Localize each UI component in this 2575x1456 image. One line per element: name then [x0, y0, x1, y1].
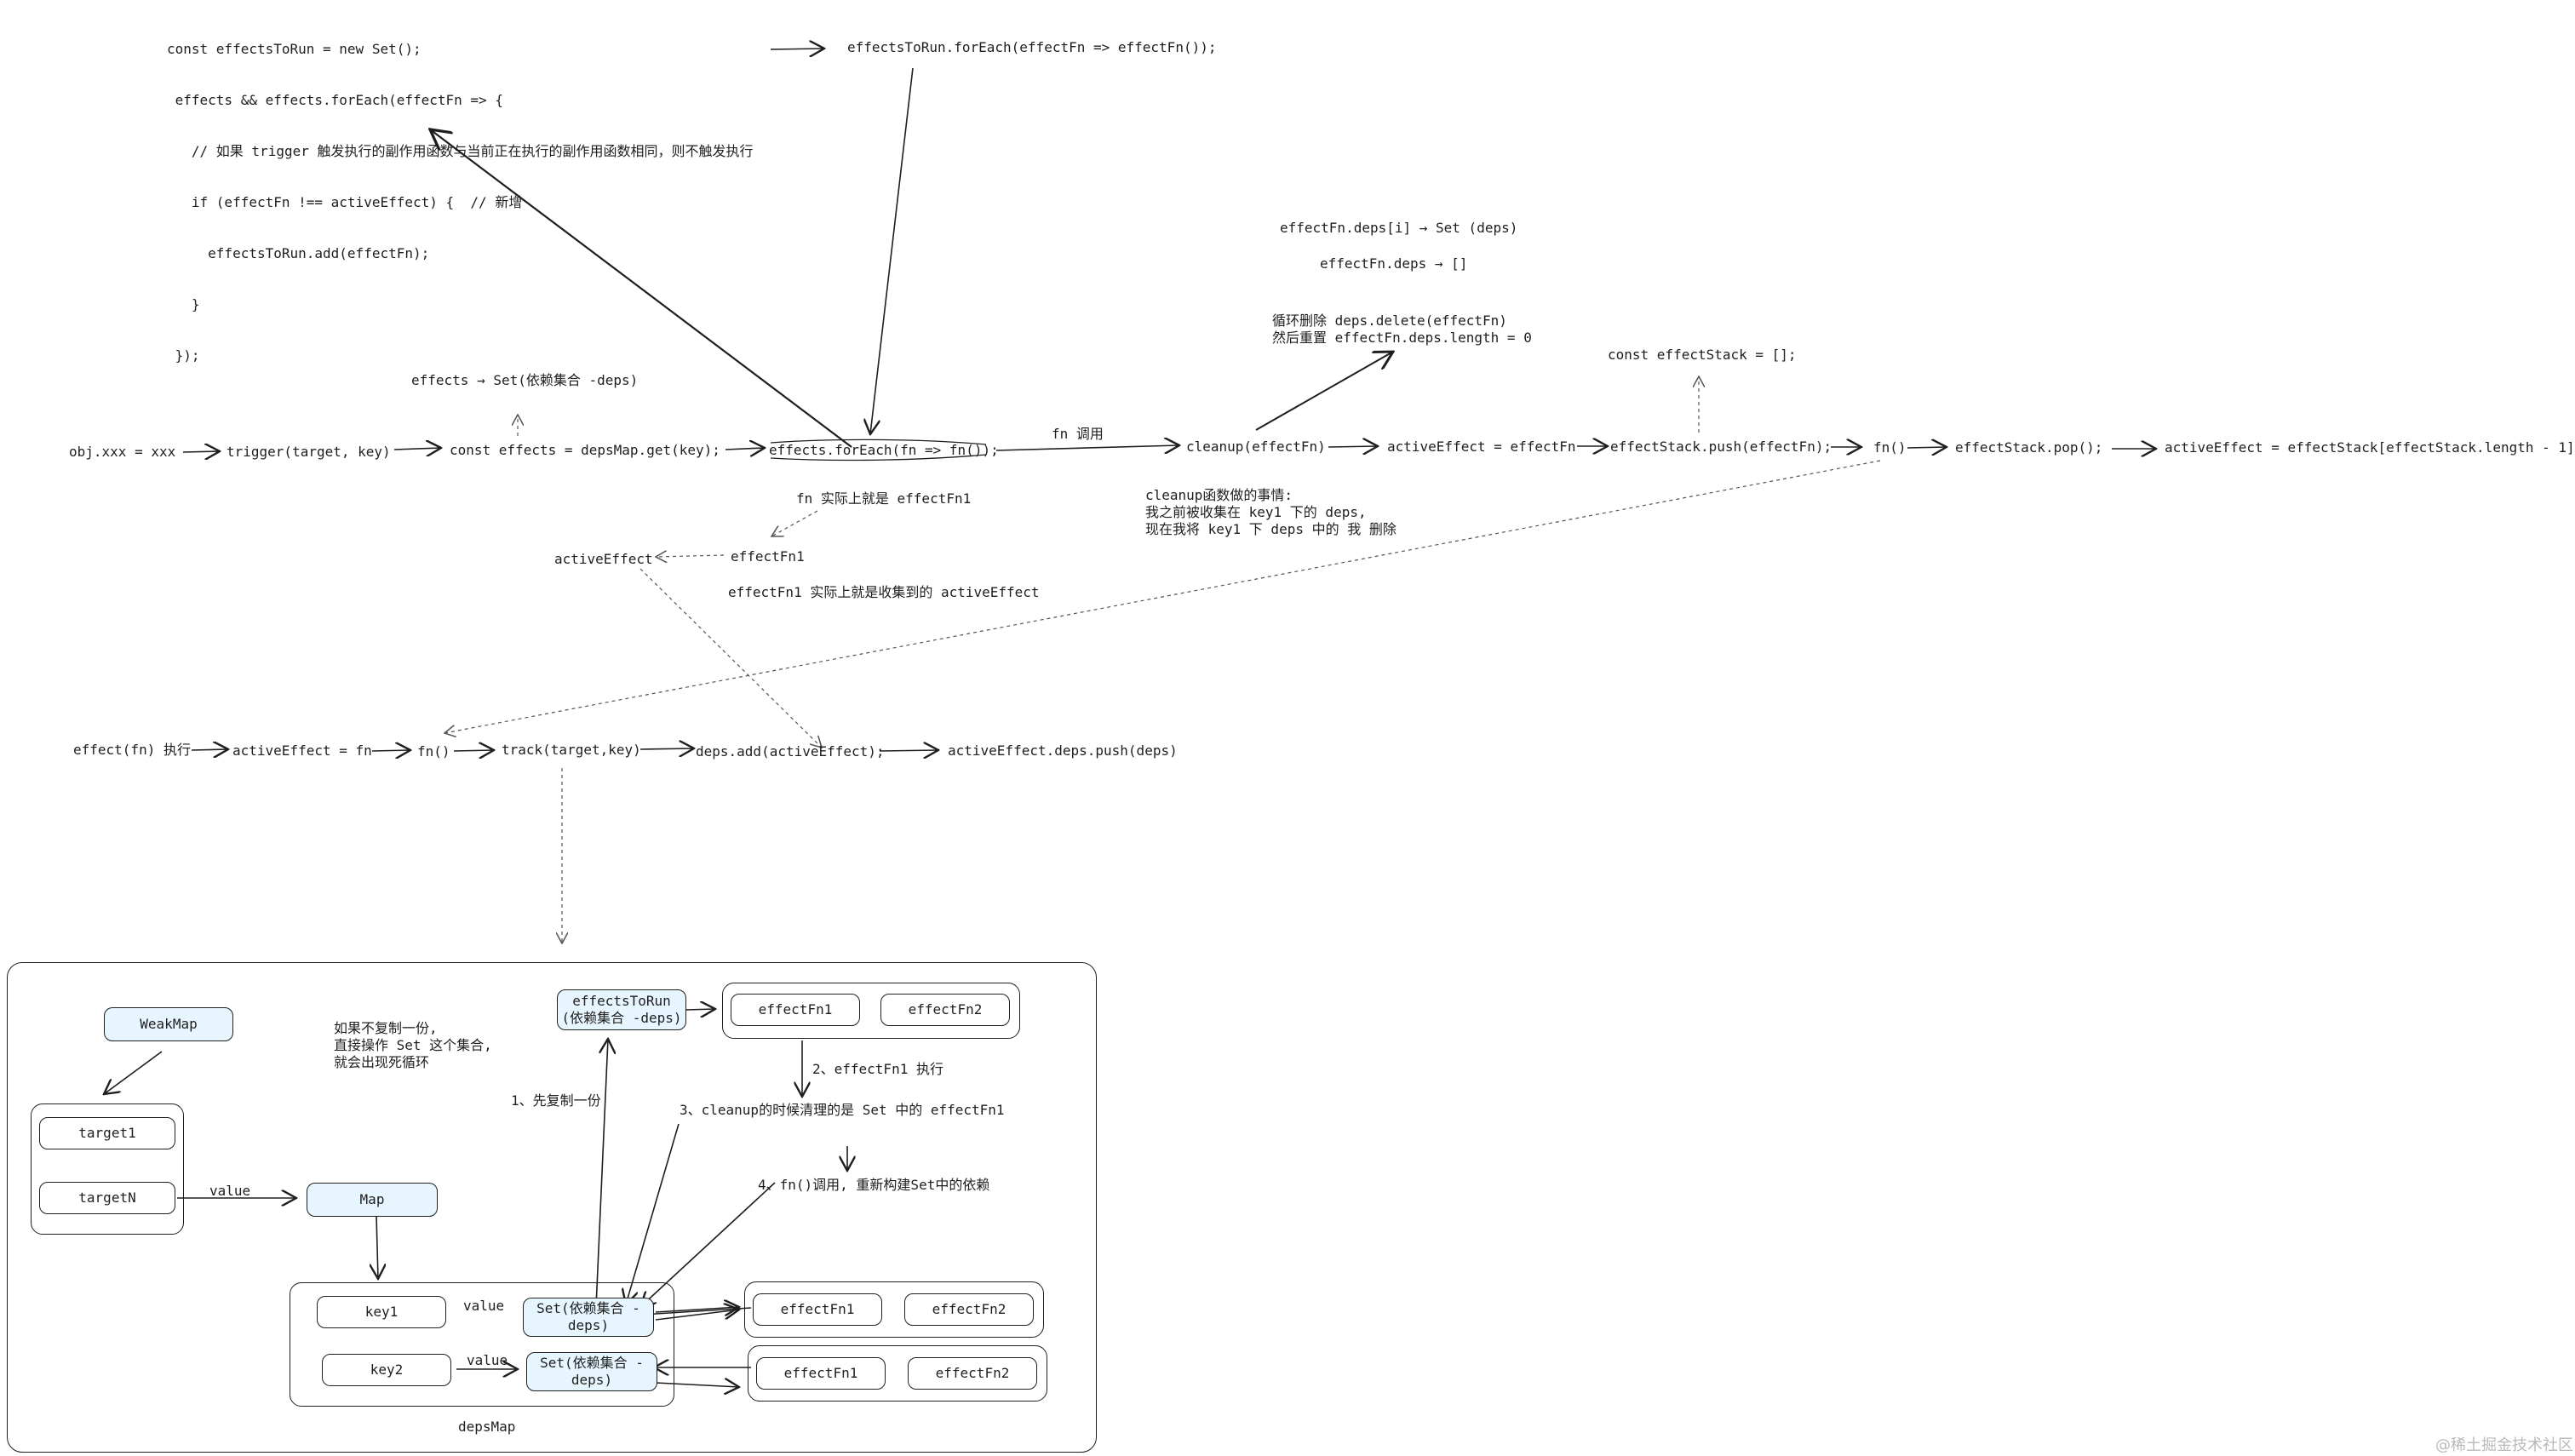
code-line: const effectsToRun = new Set(); — [167, 41, 422, 57]
effect-stack-pop: effectStack.pop(); — [1955, 439, 2103, 456]
obj-assign: obj.xxx = xxx — [69, 444, 176, 460]
target1-node: target1 — [39, 1117, 175, 1149]
weakmap-group — [31, 1103, 184, 1235]
step-2-note: 2、effectFn1 执行 — [812, 1061, 943, 1077]
active-effect-label: activeEffect — [554, 551, 653, 567]
code-line: // 如果 trigger 触发执行的副作用函数与当前正在执行的副作用函数相同，… — [167, 143, 754, 159]
key2-deps-group — [748, 1345, 1047, 1402]
value-label-key2: value — [467, 1352, 508, 1368]
effects-to-run-node: effectsToRun (依赖集合 -deps) — [557, 989, 686, 1030]
key2-effectfn2-node: effectFn2 — [908, 1357, 1037, 1390]
map-node: Map — [307, 1183, 438, 1217]
collected-effect-note: effectFn1 实际上就是收集到的 activeEffect — [728, 584, 1040, 600]
cleanup-title: cleanup函数做的事情: — [1145, 487, 1293, 503]
active-effect-deps-push: activeEffect.deps.push(deps) — [948, 742, 1178, 759]
effect-exec: effect(fn) 执行 — [73, 742, 191, 758]
code-line: if (effectFn !== activeEffect) { // 新增 — [167, 194, 523, 210]
code-line: effects && effects.forEach(effectFn => { — [167, 92, 503, 108]
code-effects-to-run: const effectsToRun = new Set(); effects … — [167, 7, 754, 381]
cleanup-call: cleanup(effectFn) — [1186, 439, 1326, 455]
structure-panel — [7, 962, 1097, 1453]
code-line: effectsToRun.add(effectFn); — [167, 245, 430, 261]
set-key2-node: Set(依赖集合 - deps) — [526, 1352, 657, 1391]
deps-add: deps.add(activeEffect); — [696, 743, 885, 760]
depsmap-group — [290, 1282, 674, 1407]
targetn-node: targetN — [39, 1182, 175, 1214]
key1-effectfn2-node: effectFn2 — [904, 1293, 1034, 1326]
value-label-map: value — [209, 1183, 251, 1199]
fn-exec: fn() — [1873, 439, 1907, 456]
active-effect-set-fn: activeEffect = fn — [232, 742, 372, 759]
effectfn1-node: effectFn1 — [731, 994, 860, 1026]
weakmap-node: WeakMap — [104, 1007, 233, 1041]
effectfn-deps-i: effectFn.deps[i] → Set (deps) — [1280, 220, 1518, 236]
effects-set-note: effects → Set(依赖集合 -deps) — [411, 372, 639, 388]
fn-call-label: fn 调用 — [1052, 426, 1104, 442]
fn-is-effectfn1-note: fn 实际上就是 effectFn1 — [796, 490, 972, 507]
cleanup-reset-note: 然后重置 effectFn.deps.length = 0 — [1272, 330, 1532, 346]
effectfn-deps-array: effectFn.deps → [] — [1320, 255, 1468, 272]
effectfn1-label: effectFn1 — [731, 548, 805, 565]
effects-foreach-struck: effects.forEach(fn => fn()); — [769, 442, 999, 458]
fn-call: fn() — [417, 743, 450, 760]
deps-map-get: const effects = depsMap.get(key); — [450, 442, 720, 458]
effect-stack-decl: const effectStack = []; — [1608, 347, 1797, 363]
active-effect-restore: activeEffect = effectStack[effectStack.l… — [2165, 439, 2575, 456]
key2-node: key2 — [322, 1354, 451, 1386]
key1-effectfn1-node: effectFn1 — [753, 1293, 882, 1326]
track-call: track(target,key) — [502, 742, 641, 758]
key1-node: key1 — [317, 1296, 446, 1328]
effectfn2-node: effectFn2 — [880, 994, 1010, 1026]
effect-stack-push: effectStack.push(effectFn); — [1610, 439, 1832, 455]
depsmap-label: depsMap — [458, 1419, 516, 1435]
cleanup-loop-note: 循环删除 deps.delete(effectFn) — [1272, 312, 1507, 329]
code-line: } — [167, 296, 200, 312]
watermark: @稀土掘金技术社区 — [2435, 1436, 2573, 1454]
set-key1-node: Set(依赖集合 - deps) — [523, 1298, 654, 1337]
infinite-loop-note: 如果不复制一份, 直接操作 Set 这个集合, 就会出现死循环 — [334, 1020, 492, 1070]
key2-effectfn1-node: effectFn1 — [756, 1357, 886, 1390]
effects-to-run-group — [722, 983, 1020, 1039]
cleanup-line-2: 现在我将 key1 下 deps 中的 我 删除 — [1145, 521, 1396, 537]
value-label-key1: value — [463, 1298, 505, 1314]
step-3-note: 3、cleanup的时候清理的是 Set 中的 effectFn1 — [680, 1102, 1005, 1118]
trigger-call: trigger(target, key) — [227, 444, 391, 460]
effects-to-run-foreach: effectsToRun.forEach(effectFn => effectF… — [847, 39, 1217, 55]
key1-deps-group — [744, 1281, 1044, 1338]
step-1-note: 1、先复制一份 — [511, 1092, 601, 1109]
code-line: }); — [167, 347, 200, 364]
cleanup-line-1: 我之前被收集在 key1 下的 deps, — [1145, 504, 1367, 520]
step-4-note: 4、fn()调用, 重新构建Set中的依赖 — [758, 1177, 990, 1193]
active-effect-assign: activeEffect = effectFn — [1387, 439, 1576, 455]
